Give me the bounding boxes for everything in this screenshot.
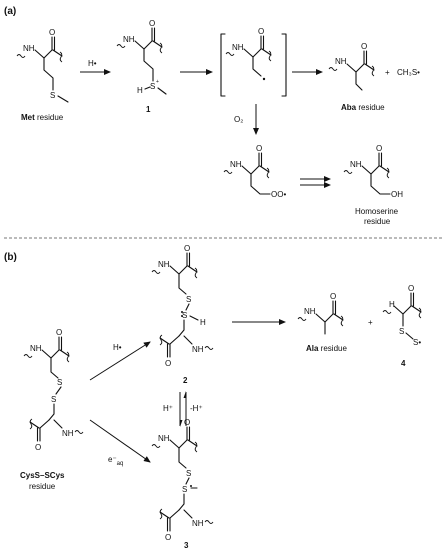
svg-text:S: S (399, 327, 404, 336)
svg-text:NH: NH (304, 307, 316, 316)
compound-1-structure: NH O S + H (116, 19, 167, 95)
svg-text:O: O (149, 19, 155, 28)
svg-text:S: S (57, 378, 62, 387)
panel-a-label: (a) (4, 6, 16, 17)
minus-h-plus-label: -H⁺ (190, 404, 203, 413)
homoserine-residue-structure: NH O OH (343, 144, 403, 199)
peroxyl-radical-structure: NH O OO• (223, 144, 286, 199)
svg-text:O: O (361, 42, 367, 51)
svg-text:NH: NH (230, 160, 242, 169)
aba-residue-structure: NH O (328, 42, 375, 91)
svg-text:NH: NH (158, 260, 170, 269)
h-radical-label-a: H• (88, 59, 97, 68)
svg-text:NH: NH (30, 344, 42, 353)
compound-3-label: 3 (184, 541, 189, 550)
arrow-cyss-to-3 (89, 419, 151, 463)
plus-a: + (385, 68, 390, 77)
svg-text:S: S (50, 91, 55, 100)
svg-text:O: O (408, 284, 414, 293)
svg-text:O: O (165, 533, 171, 542)
o2-label: O₂ (234, 115, 243, 124)
svg-text:NH: NH (192, 519, 204, 528)
svg-text:O: O (165, 359, 171, 368)
svg-text:O: O (35, 443, 41, 452)
h-plus-label: H⁺ (163, 404, 173, 413)
svg-text:S: S (150, 82, 155, 91)
svg-text:NH: NH (62, 429, 74, 438)
svg-text:S: S (51, 395, 56, 404)
compound-4-structure: H O S S• (382, 284, 422, 347)
svg-text:NH: NH (232, 43, 244, 52)
homoserine-label-line1: Homoserine (355, 207, 399, 216)
compound-2-structure: NH O S S H O NH (151, 244, 214, 368)
svg-text:O: O (330, 292, 336, 301)
svg-text:S: S (182, 311, 187, 320)
cyss-label-line2: residue (29, 482, 56, 491)
homoserine-label-line2: residue (364, 217, 391, 226)
svg-text:O: O (184, 244, 190, 253)
svg-text:+: + (156, 79, 159, 85)
ala-residue-structure: NH O (297, 292, 344, 335)
ch3s-radical-label: CH₃S• (397, 68, 420, 77)
svg-text:H: H (137, 86, 143, 95)
compound-4-label: 4 (401, 359, 406, 368)
svg-text:S: S (186, 295, 191, 304)
arrow-cyss-to-2 (89, 341, 151, 381)
svg-text:NH: NH (192, 345, 204, 354)
svg-text:OH: OH (391, 190, 403, 199)
svg-text:O: O (49, 28, 55, 37)
radical-intermediate-structure: NH O (220, 27, 287, 97)
svg-text:H: H (200, 318, 206, 327)
plus-b: + (368, 318, 373, 327)
cystine-residue-structure: NH O S S O NH (23, 328, 84, 452)
svg-text:NH: NH (23, 44, 35, 53)
svg-text:O: O (258, 27, 264, 36)
cyss-label-line1: CysS–SCys (20, 471, 65, 480)
svg-text:H: H (389, 300, 395, 309)
svg-text:S•: S• (413, 338, 421, 347)
svg-text:NH: NH (335, 57, 347, 66)
compound-1-label: 1 (146, 105, 151, 114)
met-residue-structure: NH O S (16, 28, 69, 103)
compound-3-structure: NH O S S O NH (151, 418, 214, 542)
svg-text:O: O (376, 144, 382, 153)
aba-residue-label: Aba residue (341, 103, 385, 112)
h-radical-label-b: H• (113, 343, 122, 352)
svg-text:OO•: OO• (271, 190, 286, 199)
svg-text:NH: NH (350, 160, 362, 169)
met-residue-label: Met residue (21, 113, 64, 122)
svg-text:O: O (184, 418, 190, 427)
svg-text:NH: NH (158, 434, 170, 443)
panel-b-label: (b) (4, 252, 17, 263)
compound-2-label: 2 (183, 376, 188, 385)
svg-text:S: S (182, 485, 187, 494)
svg-text:O: O (256, 144, 262, 153)
svg-text:S: S (186, 469, 191, 478)
svg-text:NH: NH (123, 35, 135, 44)
svg-text:O: O (56, 328, 62, 337)
e-aq-label: e⁻aq (108, 455, 123, 467)
ala-residue-label: Ala residue (306, 344, 347, 353)
